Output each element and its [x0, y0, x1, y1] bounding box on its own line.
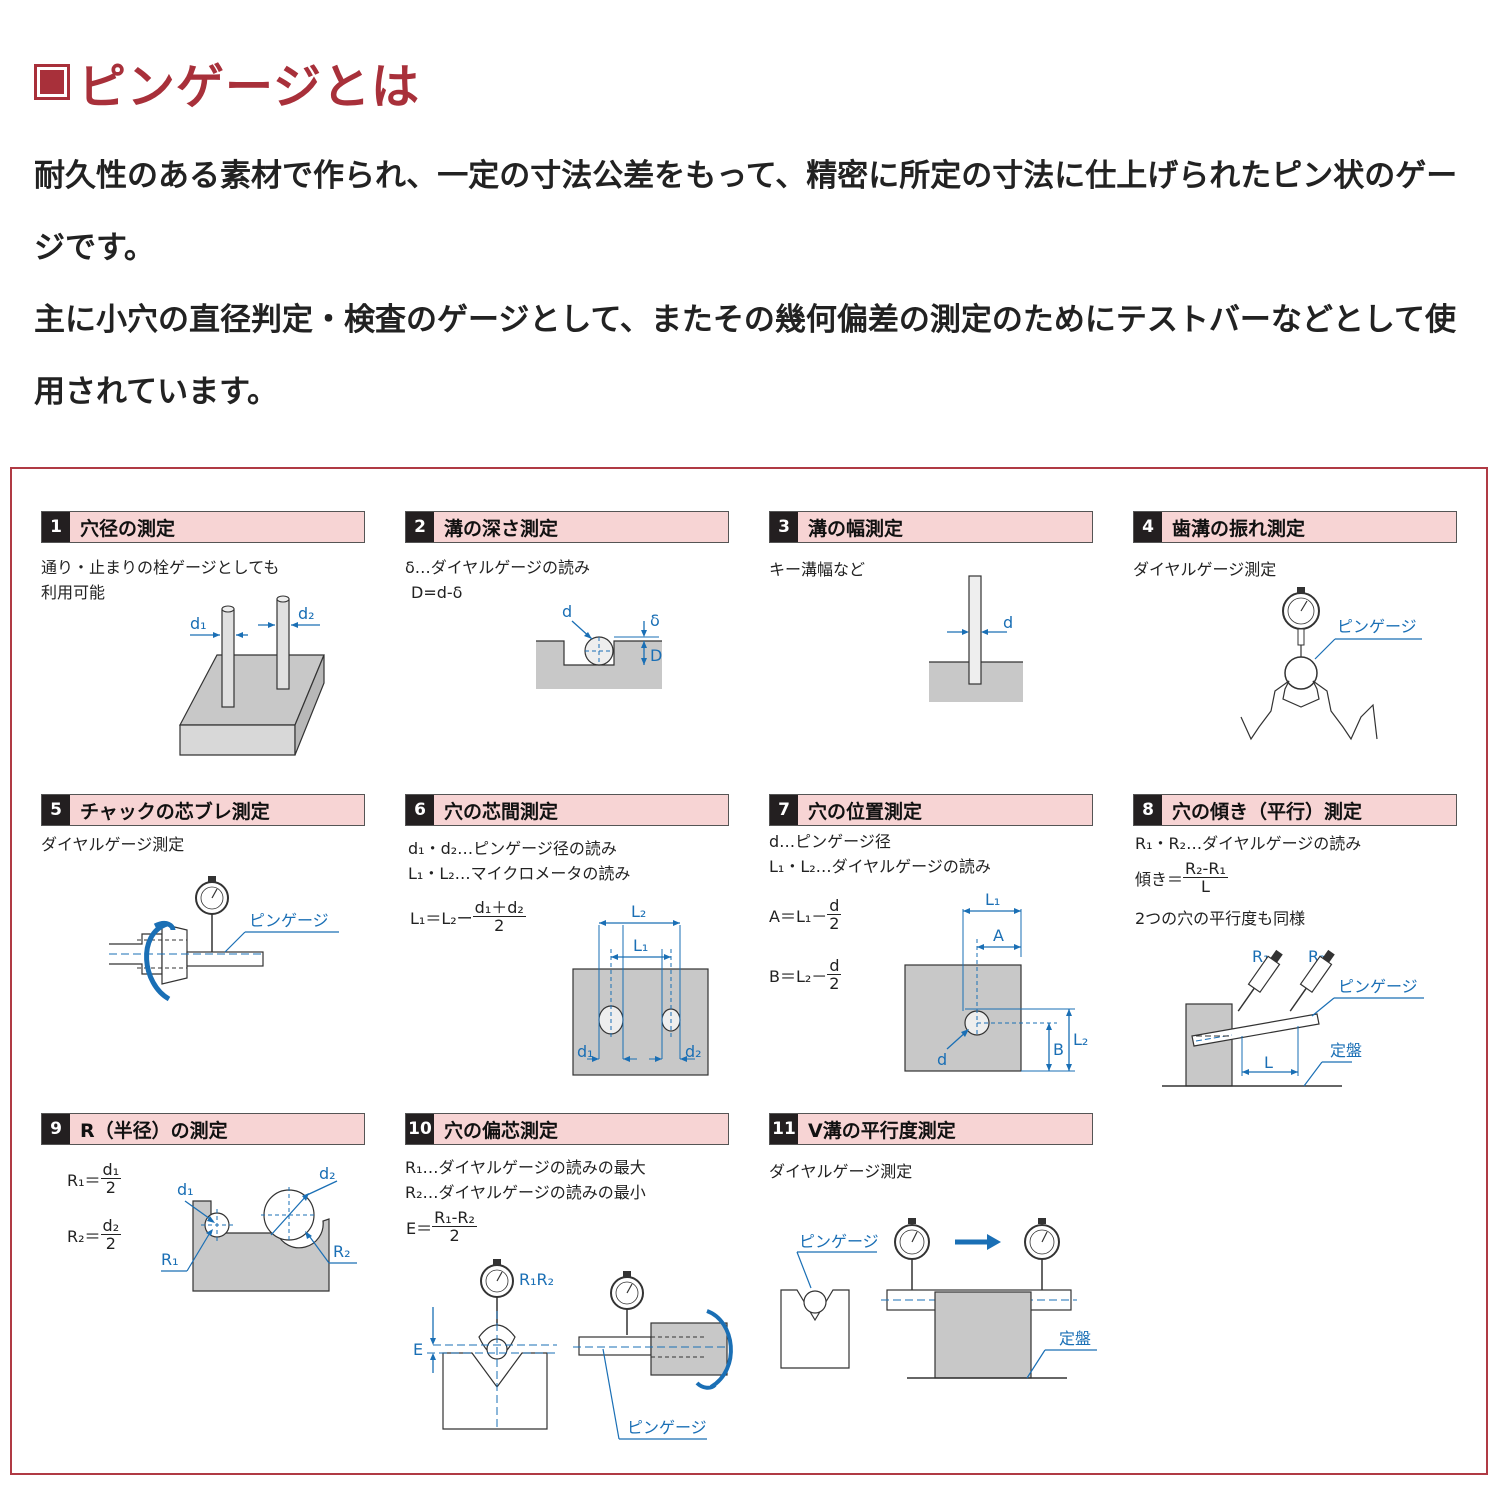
label-R2: R₂: [333, 1242, 351, 1261]
label-d2: d₂: [319, 1164, 336, 1183]
label-delta: δ: [650, 611, 660, 630]
label-L2: L₂: [1073, 1030, 1088, 1049]
figure-3-groove-width: d: [929, 575, 1023, 702]
figure-11-vgroove-parallelism: ピンゲージ 定盤: [780, 1218, 1097, 1379]
label-L1: L₁: [985, 890, 1000, 909]
cell-11-notes: ダイヤルゲージ測定: [769, 1162, 913, 1181]
figure-6-center-distance: L₂ L₁ d₁ d₂: [572, 902, 709, 1076]
figure-5-chuck-runout: ピンゲージ: [109, 876, 339, 1002]
cell-8-note-1: R₁・R₂…ダイヤルゲージの読み: [1135, 834, 1362, 853]
figure-1-pins-on-block: d₁ d₂: [179, 595, 325, 756]
label-A: A: [993, 926, 1004, 945]
label-E: E: [413, 1340, 423, 1359]
cell-3-notes: キー溝幅など: [769, 560, 866, 579]
figure-10-eccentricity: R₁R₂ E ピンゲージ: [413, 1259, 733, 1440]
figure-7-hole-position: L₁ A L₂ B d: [904, 890, 1088, 1072]
label-pin-gauge: ピンゲージ: [1338, 977, 1418, 996]
label-pin-gauge: ピンゲージ: [627, 1418, 707, 1437]
label-d: d: [937, 1050, 947, 1069]
label-d: d: [562, 602, 572, 621]
label-R1R2: R₁R₂: [519, 1270, 554, 1289]
label-d1: d₁: [177, 1180, 194, 1199]
intro-paragraph-2: 主に小穴の直径判定・検査のゲージとして、またその幾何偏差の測定のためにテストバー…: [34, 302, 1456, 410]
label-L: L: [1264, 1053, 1273, 1072]
label-L2: L₂: [631, 902, 646, 921]
label-B: B: [1053, 1040, 1064, 1059]
label-pin-gauge: ピンゲージ: [249, 911, 329, 930]
intro-paragraph-1: 耐久性のある素材で作られ、一定の寸法公差をもって、精密に所定の寸法に仕上げられた…: [34, 158, 1458, 266]
figure-9-radius: d₁ d₂ R₁ R₂: [161, 1164, 357, 1292]
label-d1: d₁: [190, 614, 207, 633]
title-square-icon: [34, 64, 70, 100]
figure-4-gear-runout: ピンゲージ: [1240, 587, 1422, 741]
cell-4-notes: ダイヤルゲージ測定: [1133, 560, 1277, 579]
figure-2-groove-depth: d δ D: [536, 602, 662, 689]
label-L1: L₁: [633, 936, 648, 955]
intro-text: 耐久性のある素材で作られ、一定の寸法公差をもって、精密に所定の寸法に仕上げられた…: [34, 140, 1474, 428]
cell-1-notes: 通り・止まりの栓ゲージとしても利用可能: [41, 558, 280, 602]
label-pin-gauge: ピンゲージ: [1337, 617, 1417, 636]
label-D: D: [650, 646, 662, 665]
label-d2: d₂: [298, 604, 315, 623]
page-title-row: ピンゲージとは: [34, 52, 420, 115]
cell-5-notes: ダイヤルゲージ測定: [41, 835, 185, 854]
label-pin-gauge: ピンゲージ: [799, 1232, 879, 1251]
page-title: ピンゲージとは: [78, 59, 421, 115]
label-d: d: [1003, 613, 1013, 632]
label-plate: 定盤: [1059, 1329, 1091, 1348]
label-d2: d₂: [685, 1042, 702, 1061]
label-plate: 定盤: [1330, 1041, 1362, 1060]
cell-8-note-2: 2つの穴の平行度も同様: [1135, 909, 1306, 928]
label-R1: R₁: [161, 1250, 179, 1269]
figure-8-hole-inclination: R₁ R₂ L ピンゲージ 定盤: [1162, 947, 1424, 1087]
label-d1: d₁: [577, 1042, 594, 1061]
